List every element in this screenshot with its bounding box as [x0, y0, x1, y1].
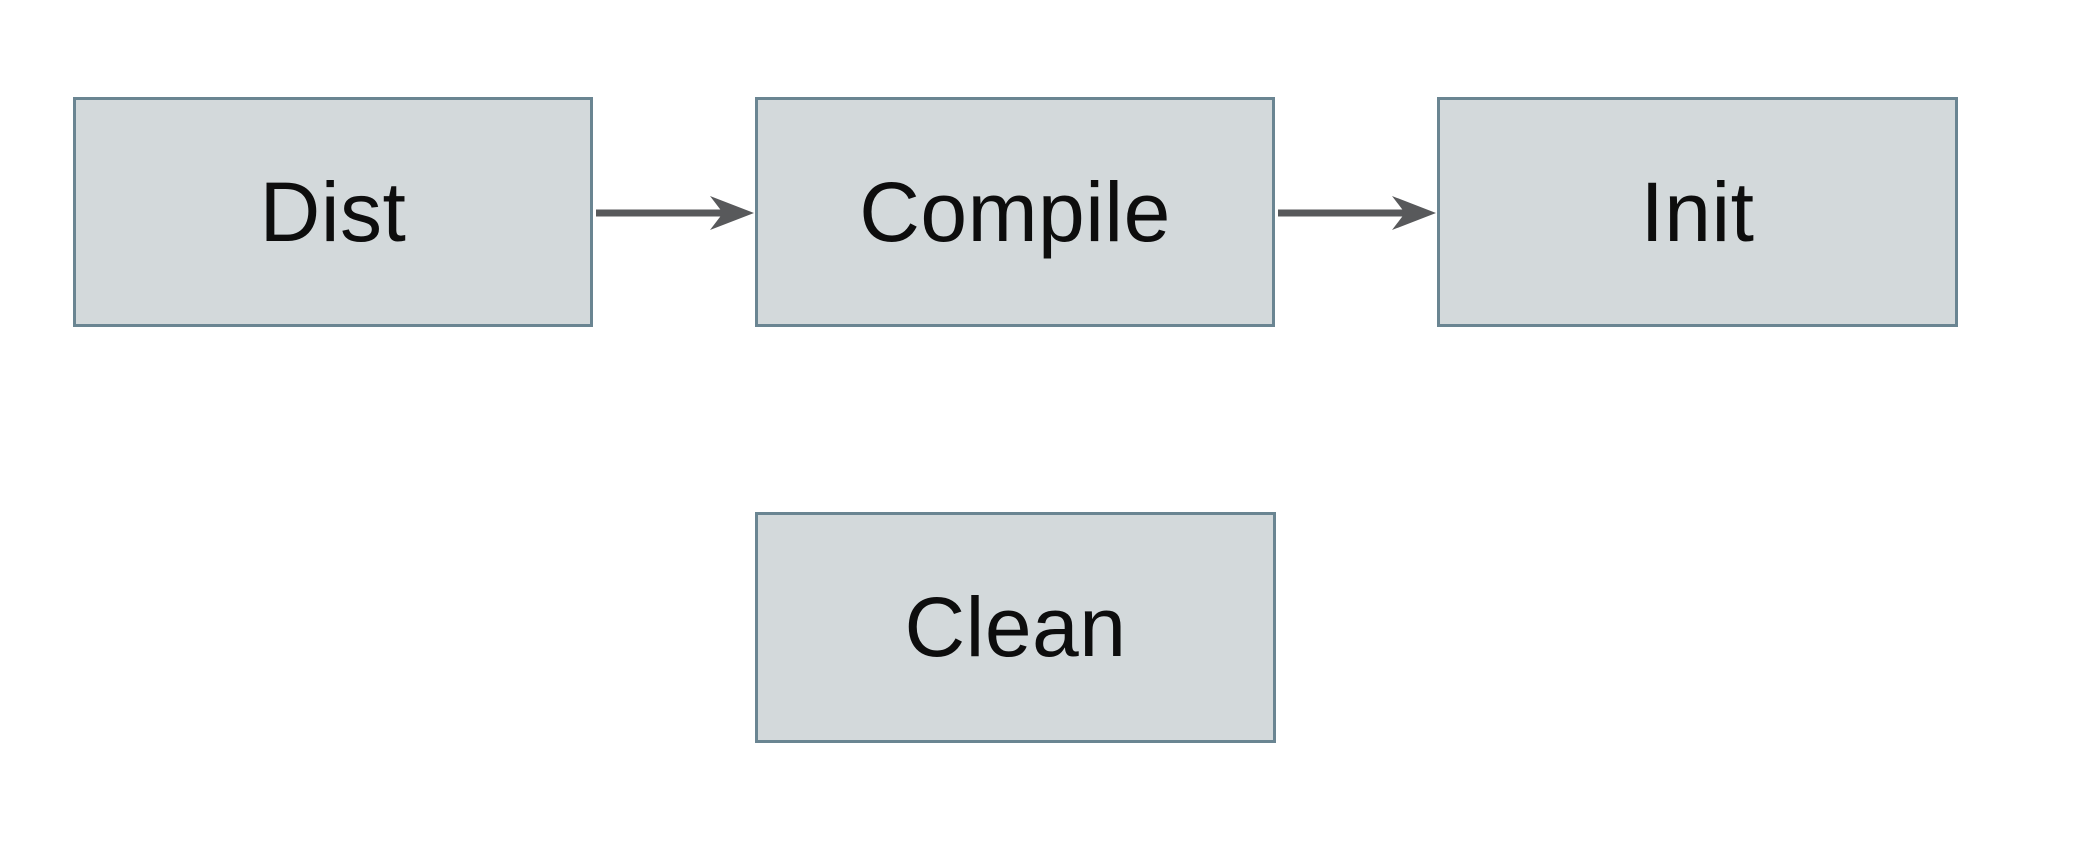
node-dist-label: Dist	[259, 164, 407, 259]
node-dist: Dist	[73, 97, 593, 327]
node-compile: Compile	[755, 97, 1275, 327]
arrow-compile-to-init	[1278, 196, 1436, 230]
arrowhead-icon	[710, 196, 754, 230]
node-init-label: Init	[1640, 164, 1755, 259]
node-compile-label: Compile	[859, 164, 1171, 259]
node-clean-label: Clean	[904, 580, 1127, 674]
node-init: Init	[1437, 97, 1958, 327]
arrowhead-icon	[1392, 196, 1436, 230]
node-clean: Clean	[755, 512, 1276, 743]
arrow-dist-to-compile	[596, 196, 754, 230]
